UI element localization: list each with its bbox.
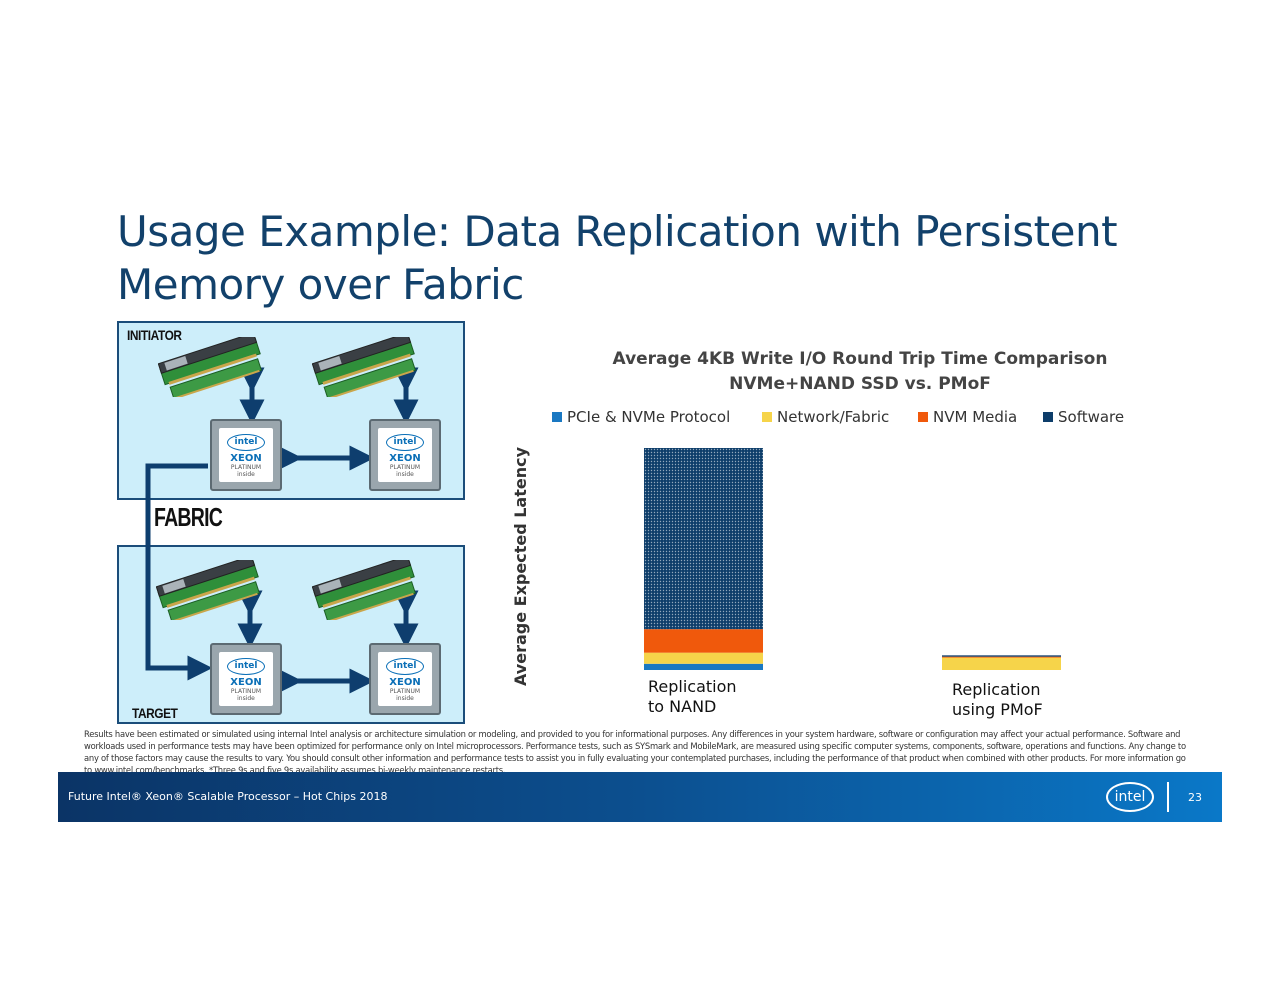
- xeon-processor-icon: intel XEON PLATINUM inside: [210, 643, 282, 715]
- memory-module-icon: [312, 337, 416, 397]
- legend-swatch: [918, 412, 928, 422]
- slide-title-line-2: Memory over Fabric: [117, 260, 524, 309]
- bar-segment-texture: [644, 448, 763, 630]
- fabric-label: FABRIC: [154, 502, 223, 532]
- category-label-nand: Replication to NAND: [648, 677, 737, 717]
- chart-title-line-1: Average 4KB Write I/O Round Trip Time Co…: [612, 349, 1108, 369]
- legend-item-pcie: PCIe & NVMe Protocol: [552, 408, 730, 426]
- legend-label: Software: [1058, 408, 1125, 426]
- chart-legend: PCIe & NVMe Protocol Network/Fabric NVM …: [552, 408, 1172, 430]
- y-axis-label: Average Expected Latency: [511, 446, 530, 686]
- chip-brand: XEON: [230, 677, 262, 688]
- chip-inside: inside: [396, 471, 414, 478]
- chart-plot: [644, 448, 1061, 670]
- slide-title: Usage Example: Data Replication with Per…: [117, 205, 1167, 311]
- category-label-line: Replication: [952, 680, 1041, 699]
- legend-swatch: [1043, 412, 1053, 422]
- bar-segment-pcie-nvme-protocol-1: [644, 663, 763, 670]
- bar-segment-software-2: [942, 655, 1061, 657]
- bar-segment-network-fabric-1: [644, 652, 763, 664]
- chip-intel-logo: intel: [386, 658, 424, 675]
- intel-logo-icon: intel: [1106, 782, 1154, 812]
- legend-label: PCIe & NVMe Protocol: [567, 408, 731, 426]
- chip-brand: XEON: [230, 453, 262, 464]
- chip-tier: PLATINUM: [230, 688, 262, 695]
- fabric-link-arrow: [145, 463, 213, 681]
- chip-intel-logo: intel: [386, 434, 424, 451]
- xeon-processor-icon: intel XEON PLATINUM inside: [369, 419, 441, 491]
- bar-segment-nvm-media-1: [644, 629, 763, 653]
- chip-inside: inside: [237, 471, 255, 478]
- slide-title-line-1: Usage Example: Data Replication with Per…: [117, 207, 1118, 256]
- legend-swatch: [762, 412, 772, 422]
- diagram-arrows: [145, 367, 419, 694]
- category-label-pmof: Replication using PMoF: [952, 680, 1043, 720]
- chip-inside: inside: [237, 695, 255, 702]
- chart-subtitle: NVMe+NAND SSD vs. PMoF: [729, 374, 991, 394]
- legal-disclaimer: Results have been estimated or simulated…: [84, 729, 1186, 775]
- chip-inside: inside: [396, 695, 414, 702]
- chart-title: Average 4KB Write I/O Round Trip Time Co…: [560, 347, 1160, 397]
- footer-text: Future Intel® Xeon® Scalable Processor –…: [68, 790, 388, 803]
- category-label-line: to NAND: [648, 697, 717, 716]
- chip-intel-logo: intel: [227, 658, 265, 675]
- bar-segment-network-fabric-2: [942, 657, 1061, 670]
- footer-bar: Future Intel® Xeon® Scalable Processor –…: [58, 772, 1222, 822]
- chip-brand: XEON: [389, 453, 421, 464]
- category-label-line: Replication: [648, 677, 737, 696]
- footer-divider: [1167, 782, 1169, 812]
- bar-segment-nvm-media-2: [942, 656, 1061, 658]
- xeon-processor-icon: intel XEON PLATINUM inside: [210, 419, 282, 491]
- xeon-processor-icon: intel XEON PLATINUM inside: [369, 643, 441, 715]
- memory-module-icon: [156, 560, 260, 620]
- target-label: TARGET: [132, 705, 178, 721]
- chip-brand: XEON: [389, 677, 421, 688]
- chip-tier: PLATINUM: [230, 464, 262, 471]
- initiator-label: INITIATOR: [127, 327, 182, 343]
- memory-module-icon: [312, 560, 416, 620]
- chip-tier: PLATINUM: [389, 464, 421, 471]
- category-label-line: using PMoF: [952, 700, 1043, 719]
- chip-intel-logo: intel: [227, 434, 265, 451]
- memory-module-icon: [158, 337, 262, 397]
- legend-item-software: Software: [1043, 408, 1124, 426]
- bar-group: [644, 448, 1061, 670]
- legend-item-nvm-media: NVM Media: [918, 408, 1017, 426]
- legend-swatch: [552, 412, 562, 422]
- chip-tier: PLATINUM: [389, 688, 421, 695]
- legend-label: NVM Media: [933, 408, 1018, 426]
- legend-item-network: Network/Fabric: [762, 408, 889, 426]
- legend-label: Network/Fabric: [777, 408, 890, 426]
- page-number: 23: [1188, 791, 1202, 804]
